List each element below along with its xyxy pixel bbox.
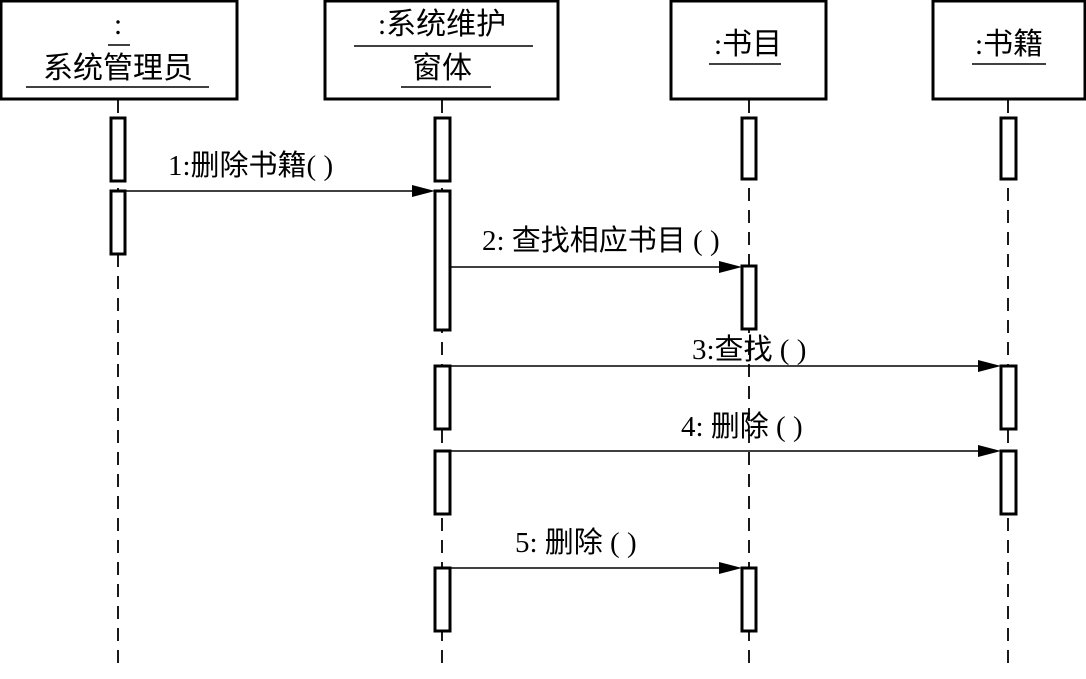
activation-book-2 [999, 364, 1018, 431]
message-5-label: 5: 删除 ( ) [515, 526, 637, 559]
object-form-label-line1: :系统维护 [378, 8, 506, 41]
activation-form-1 [433, 116, 452, 183]
message-2: 2: 查找相应书目 ( ) [450, 224, 742, 273]
activation-book-3 [999, 449, 1018, 516]
activation-form-3 [433, 364, 452, 431]
message-1-label: 1:删除书籍( ) [168, 149, 333, 182]
activation-form-4 [433, 449, 452, 516]
activation-form-2 [433, 189, 452, 332]
activation-book-1 [999, 116, 1018, 181]
message-5: 5: 删除 ( ) [450, 526, 742, 574]
message-1-arrowhead [412, 185, 435, 197]
activation-admin-2 [109, 189, 127, 256]
object-catalog: :书目 [669, 0, 828, 101]
object-admin-label-line1: : [114, 8, 122, 41]
activation-admin-1 [109, 116, 127, 183]
object-admin-label-line2: 系统管理员 [43, 52, 193, 85]
activation-catalog-1 [740, 116, 758, 181]
message-3-label: 3:查找 ( ) [692, 333, 806, 366]
message-4-label: 4: 删除 ( ) [681, 410, 803, 443]
object-book-label: :书籍 [975, 28, 1043, 61]
message-3-arrowhead [978, 360, 1001, 372]
message-2-arrowhead [719, 261, 742, 273]
message-4: 4: 删除 ( ) [450, 410, 1001, 457]
object-form-label-line2: 窗体 [412, 52, 472, 85]
activation-catalog-3 [740, 566, 758, 633]
object-catalog-label: :书目 [714, 28, 782, 61]
message-1: 1:删除书籍( ) [125, 149, 435, 197]
object-book: :书籍 [931, 0, 1086, 101]
message-4-arrowhead [978, 445, 1001, 457]
object-form: :系统维护 窗体 [323, 0, 560, 101]
object-admin: : 系统管理员 [0, 0, 239, 101]
message-2-label: 2: 查找相应书目 ( ) [482, 224, 720, 257]
activation-form-5 [433, 566, 452, 633]
message-3: 3:查找 ( ) [450, 333, 1001, 372]
message-5-arrowhead [719, 562, 742, 574]
activation-catalog-2 [740, 264, 758, 331]
